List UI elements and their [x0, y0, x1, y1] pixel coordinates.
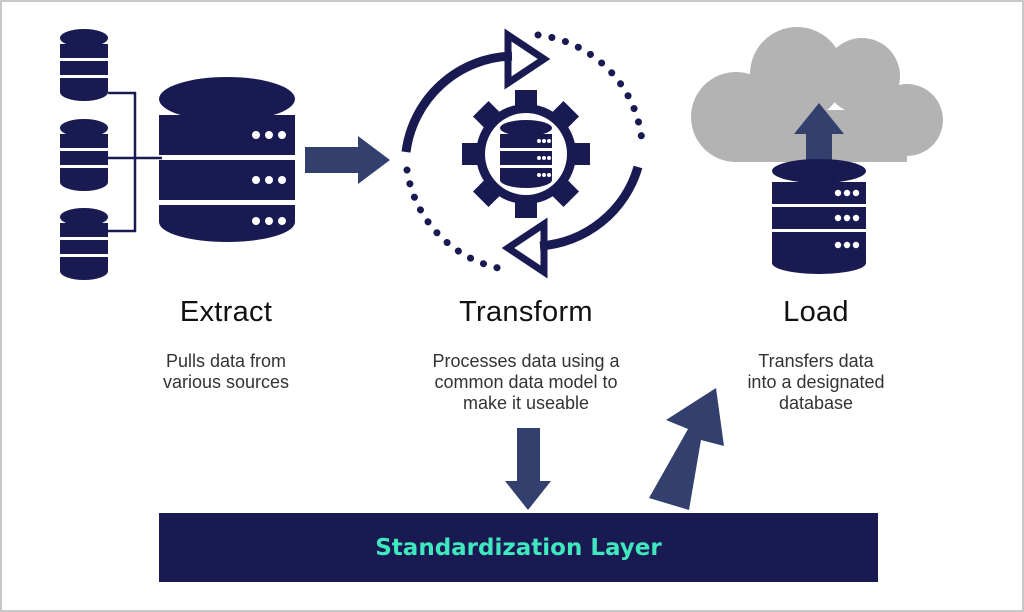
source-database-icon-1	[60, 29, 108, 101]
extract-title: Extract	[179, 296, 273, 328]
transform-title: Transform	[459, 296, 593, 328]
right-arrow-icon	[305, 136, 390, 184]
gear-icon	[462, 90, 590, 218]
refresh-cycle-icon	[401, 28, 646, 279]
cloud-icon	[691, 27, 943, 162]
standardization-layer-bar: Standardization Layer	[159, 513, 878, 582]
extract-description: Pulls data from various sources	[162, 351, 290, 392]
up-right-arrow-icon	[649, 388, 724, 510]
up-arrow-icon	[794, 103, 844, 162]
standardization-layer-label: Standardization Layer	[375, 534, 662, 561]
transform-description: Processes data using a common data model…	[432, 351, 620, 413]
load-database-icon	[772, 159, 866, 274]
connector-lines	[108, 91, 162, 233]
load-title: Load	[783, 296, 849, 328]
down-arrow-icon	[505, 428, 551, 510]
gear-database-icon	[500, 120, 552, 188]
source-database-icon-3	[60, 208, 108, 280]
source-database-icon-2	[60, 119, 108, 191]
load-description: Transfers data into a designated databas…	[747, 351, 885, 413]
extract-database-icon	[159, 77, 295, 242]
